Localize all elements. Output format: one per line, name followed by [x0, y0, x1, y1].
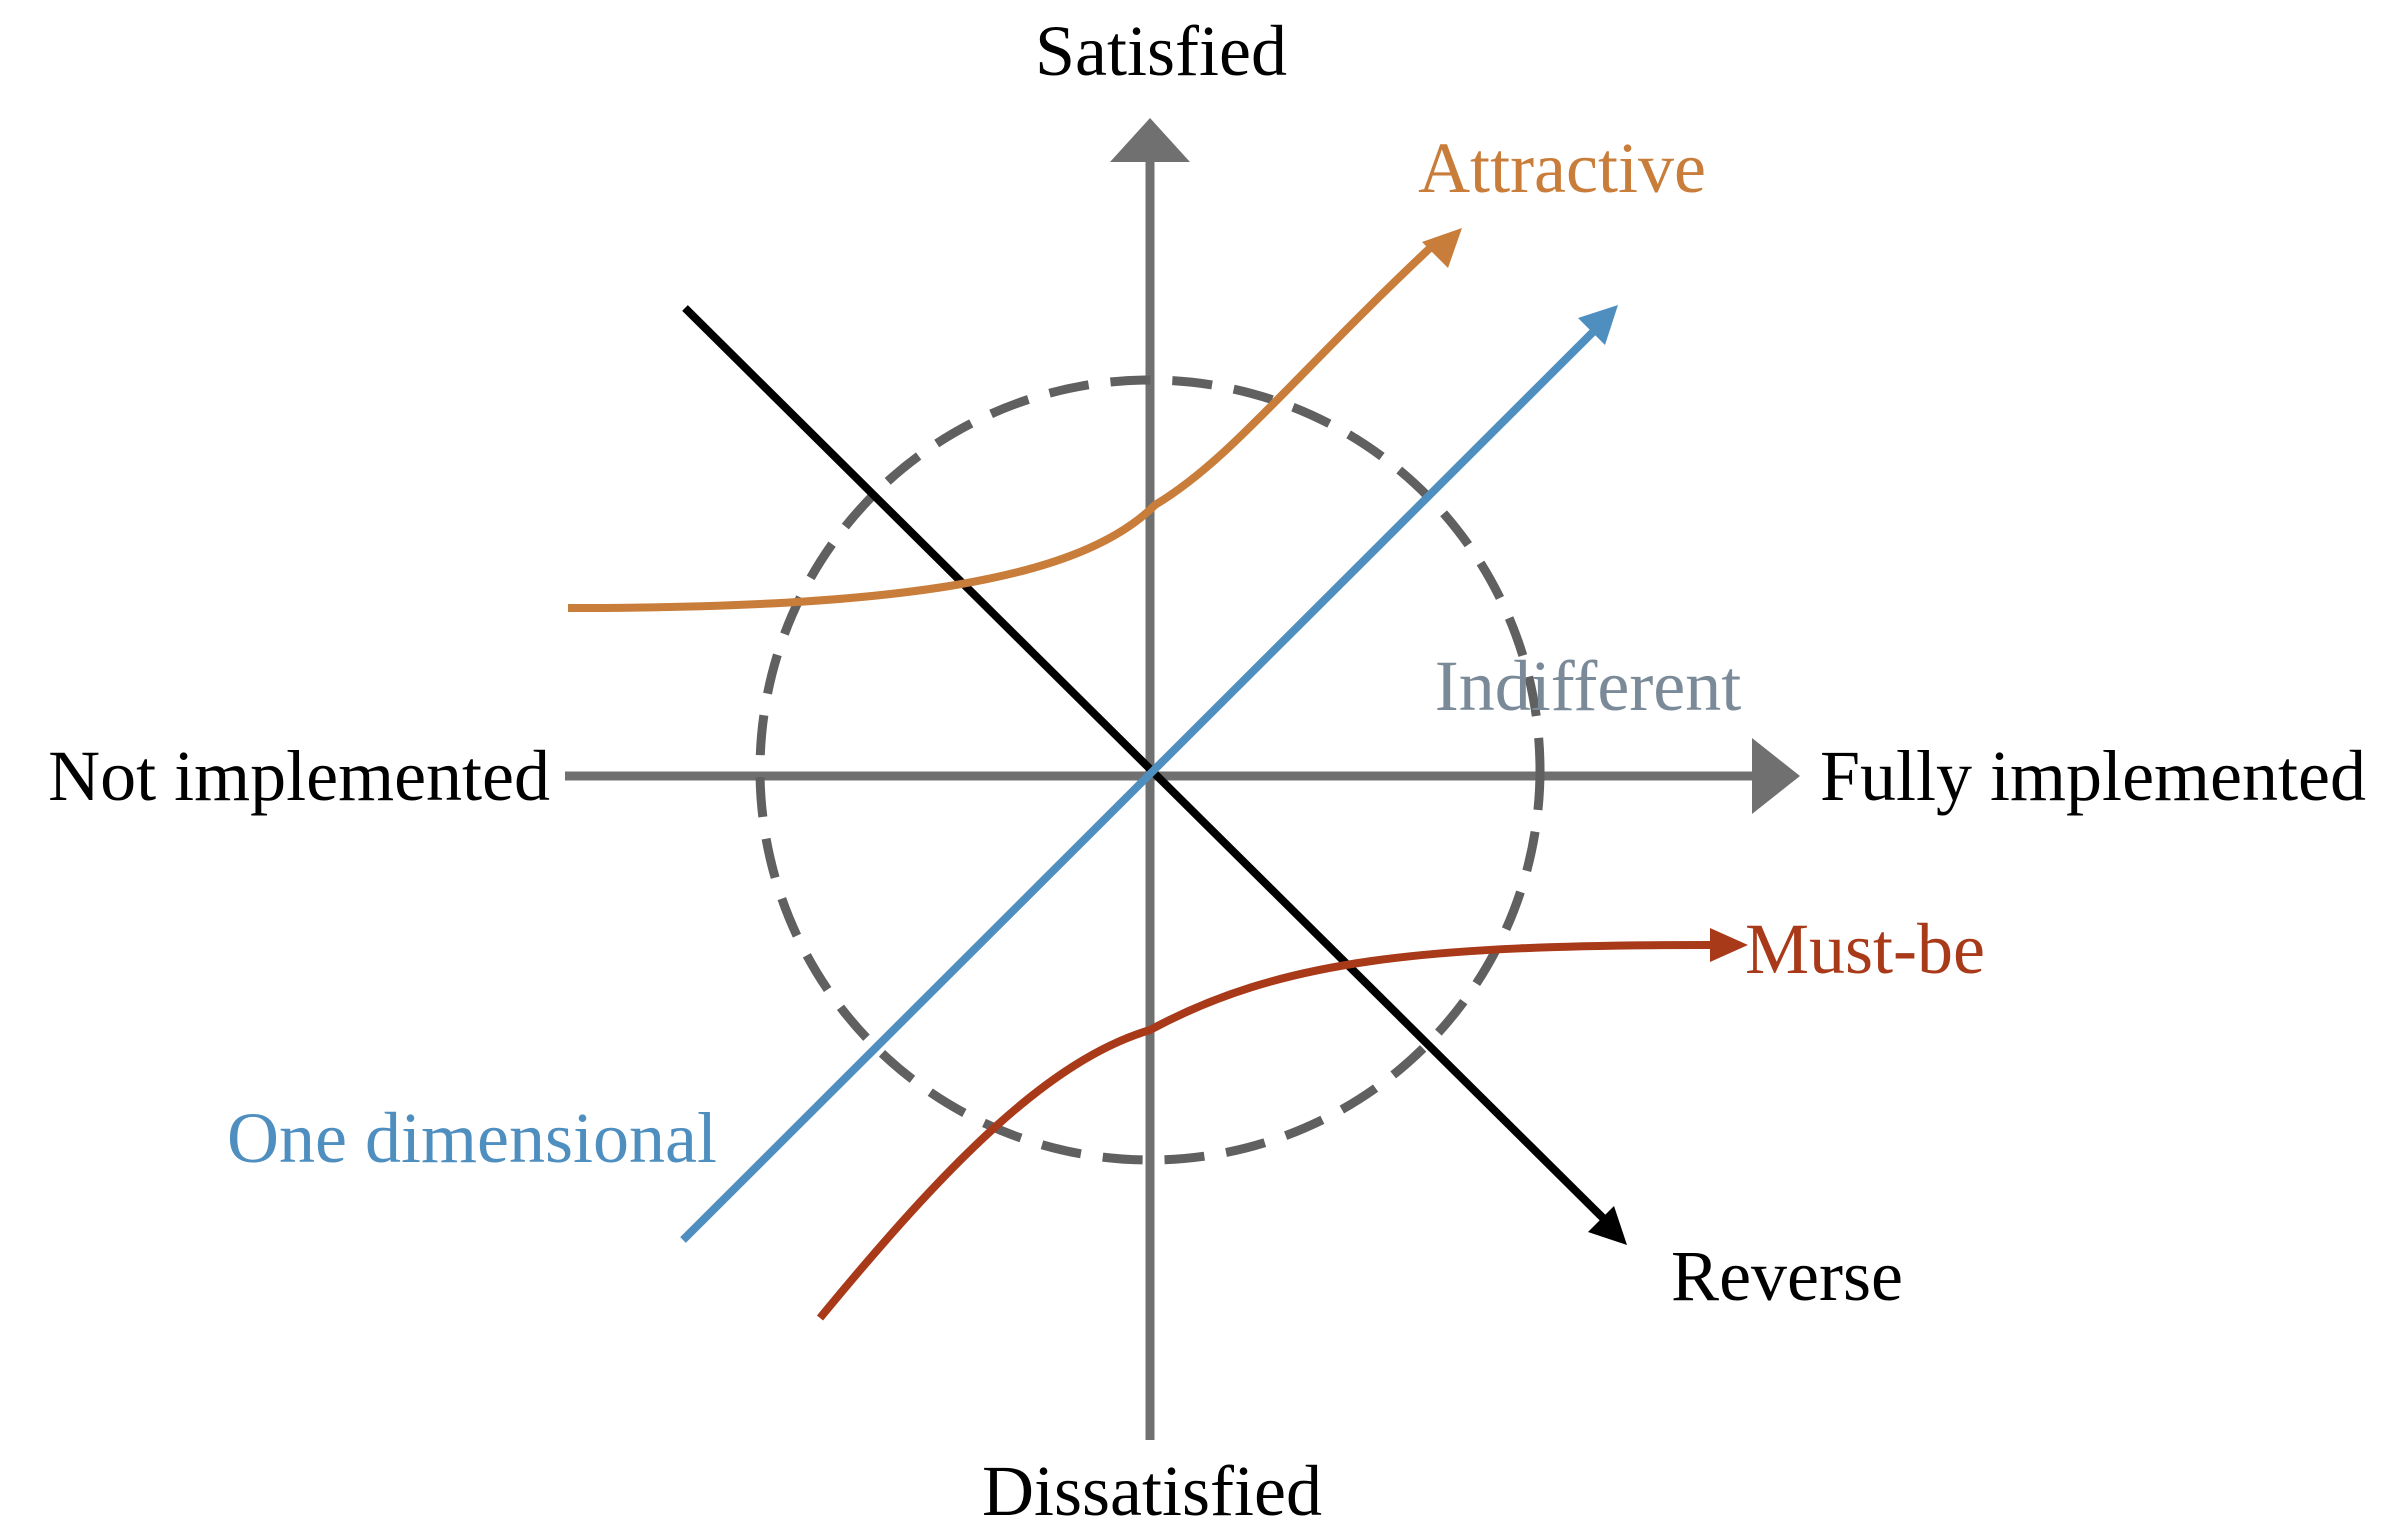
- one-dimensional-line: [680, 322, 1603, 1243]
- axis-label-right: Fully implemented: [1820, 736, 2366, 816]
- axis-label-left: Not implemented: [48, 736, 550, 816]
- reverse-line: [682, 305, 1608, 1223]
- attractive-curve: [567, 228, 1462, 612]
- must-be-label: Must-be: [1745, 909, 1985, 989]
- vertical-axis-arrowhead: [1110, 118, 1190, 162]
- one-dimensional-arrowhead: [1578, 305, 1618, 345]
- axis-label-bottom: Dissatisfied: [982, 1451, 1322, 1531]
- axis-label-top: Satisfied: [1035, 11, 1287, 91]
- reverse-arrowhead: [1588, 1206, 1627, 1245]
- one-dimensional-label: One dimensional: [227, 1098, 717, 1178]
- must-be-curve: [816, 928, 1748, 1321]
- axes: [565, 118, 1800, 1440]
- indifferent-label: Indifferent: [1435, 646, 1742, 726]
- attractive-label: Attractive: [1418, 128, 1706, 208]
- must-be-path: [816, 941, 1711, 1321]
- one-dimensional-curve: [680, 305, 1618, 1243]
- must-be-arrowhead: [1710, 928, 1748, 962]
- reverse-curve: [682, 305, 1627, 1245]
- attractive-path: [567, 245, 1433, 612]
- indifferent-circle: [755, 375, 1545, 1165]
- horizontal-axis-arrowhead: [1752, 738, 1800, 814]
- reverse-label: Reverse: [1671, 1236, 1903, 1316]
- attractive-arrowhead: [1422, 228, 1462, 268]
